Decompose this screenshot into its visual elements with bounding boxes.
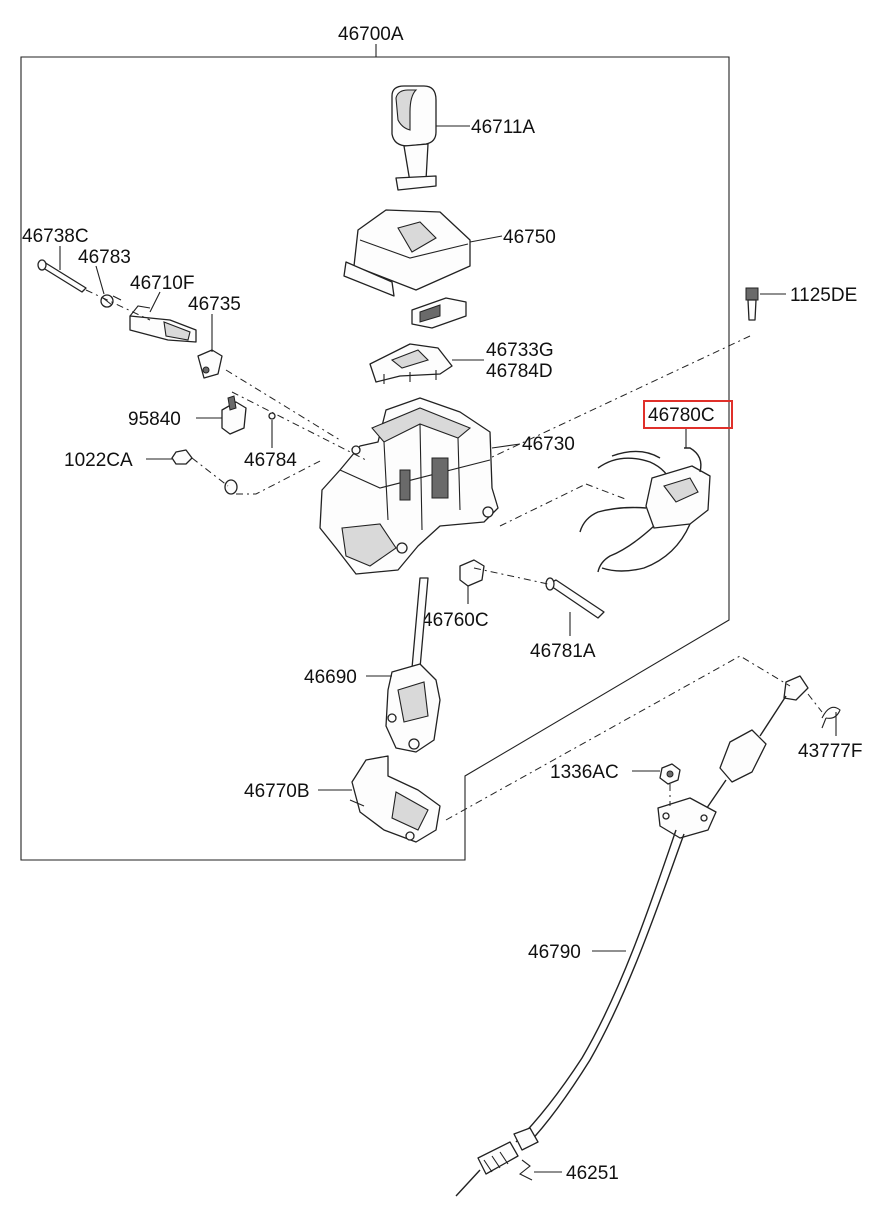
clip-43777F[interactable] xyxy=(821,706,841,729)
label-46781A: 46781A xyxy=(530,641,596,662)
label-95840: 95840 xyxy=(128,409,181,430)
highlight-46780C xyxy=(643,400,733,429)
label-46730: 46730 xyxy=(522,434,575,455)
label-46784D: 46784D xyxy=(486,361,553,382)
harness-46780C[interactable] xyxy=(579,447,711,573)
label-46760C: 46760C xyxy=(422,610,489,631)
cable-46790[interactable] xyxy=(455,675,809,1197)
label-46690: 46690 xyxy=(304,667,357,688)
label-46783: 46783 xyxy=(78,247,131,268)
label-46784: 46784 xyxy=(244,450,297,471)
label-46738C: 46738C xyxy=(22,226,89,247)
shifter-base-46730[interactable] xyxy=(319,397,499,575)
pin-46781A[interactable] xyxy=(545,577,605,619)
label-46733G: 46733G xyxy=(486,340,554,361)
label-46780C[interactable]: 46780C xyxy=(648,405,715,426)
label-46710F: 46710F xyxy=(130,273,194,294)
switch-95840[interactable] xyxy=(221,395,247,435)
lock-46735[interactable] xyxy=(197,349,223,379)
assembly-label: 46700A xyxy=(338,24,404,45)
label-1125DE: 1125DE xyxy=(790,285,857,306)
label-46711A: 46711A xyxy=(471,117,535,138)
lever-46690[interactable] xyxy=(385,577,441,753)
bolt-1125DE[interactable] xyxy=(745,287,759,321)
label-46251: 46251 xyxy=(566,1163,619,1184)
label-46735: 46735 xyxy=(188,294,241,315)
label-46790: 46790 xyxy=(528,942,581,963)
nut-1022CA[interactable] xyxy=(171,449,238,495)
shift-bezel[interactable] xyxy=(343,209,471,297)
nut-1336AC[interactable] xyxy=(659,763,681,785)
pin-46738C[interactable] xyxy=(37,259,87,293)
label-43777F: 43777F xyxy=(798,741,862,762)
shift-knob[interactable] xyxy=(391,85,437,191)
lever-46710F[interactable] xyxy=(129,305,197,343)
label-1022CA: 1022CA xyxy=(64,450,133,471)
assembly-frame xyxy=(20,44,730,861)
indicator-46733G[interactable] xyxy=(369,343,453,384)
bracket-46770B[interactable] xyxy=(349,755,441,843)
block-46760C[interactable] xyxy=(459,559,485,587)
label-1336AC: 1336AC xyxy=(550,762,619,783)
label-46770B: 46770B xyxy=(244,781,310,802)
assembly-leaders xyxy=(85,289,823,821)
bezel-connector[interactable] xyxy=(411,297,467,329)
clip-46251[interactable] xyxy=(518,1159,533,1181)
label-46750: 46750 xyxy=(503,227,556,248)
